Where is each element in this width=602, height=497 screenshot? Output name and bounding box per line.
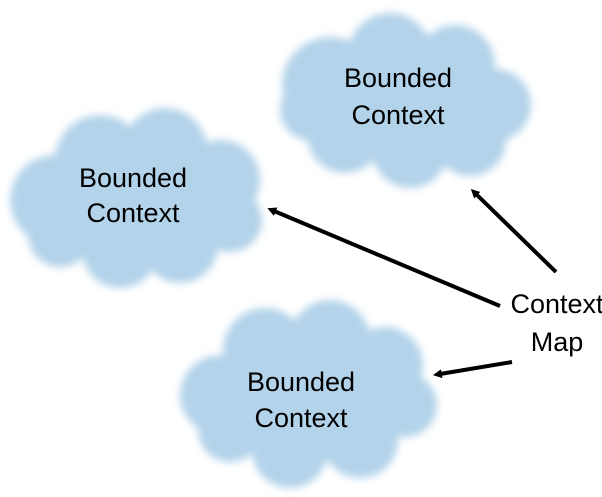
arrow-to-bottom-cloud — [432, 360, 513, 379]
cloud-label-line1: Bounded — [79, 163, 187, 193]
bounded-context-cloud-bottom: Bounded Context — [180, 300, 437, 488]
cloud-label-line2: Context — [254, 403, 348, 433]
cloud-shape — [10, 108, 262, 288]
cloud-label-line1: Bounded — [344, 63, 452, 93]
arrow-to-top-right-cloud — [470, 188, 558, 274]
context-map-line2: Map — [531, 327, 584, 357]
bounded-context-cloud-top-right: Bounded Context — [280, 13, 531, 188]
bounded-context-cloud-left: Bounded Context — [10, 108, 262, 288]
context-map-line1: Context — [510, 289, 602, 319]
cloud-label-line1: Bounded — [247, 367, 355, 397]
arrow-to-left-cloud — [267, 207, 501, 308]
cloud-shape — [180, 300, 437, 488]
cloud-shape — [280, 13, 531, 188]
cloud-label-line2: Context — [351, 100, 445, 130]
cloud-label-line2: Context — [86, 198, 180, 228]
context-map-label: Context Map — [510, 289, 602, 357]
